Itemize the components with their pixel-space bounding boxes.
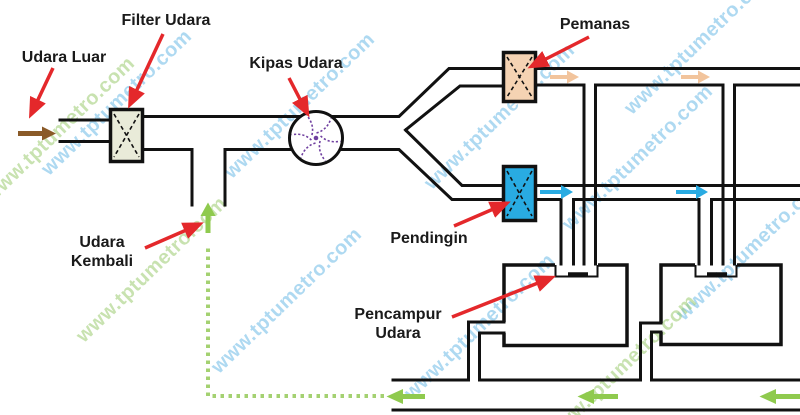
label-cooler: Pendingin [390,230,468,247]
cooler-box [501,164,538,223]
room-1 [502,263,629,348]
room-2 [659,263,783,347]
return-air-dashed-path [206,247,384,398]
label-outside-air: Udara Luar [21,49,107,66]
heater-box [501,50,538,104]
room1-return-duct [467,320,506,382]
main-duct-top-wall [140,67,506,118]
outside-air-arrow [18,126,56,141]
duct-split-inner-walls [403,84,506,187]
label-air-filter: Filter Udara [121,12,211,29]
air-filter-box [108,107,145,164]
pointer-outside-air [29,67,55,119]
label-heater: Pemanas [559,16,631,33]
cold-air-arrow-2 [676,185,708,199]
room2-return-duct [639,321,663,382]
return-air-left-arrow-1 [386,389,425,404]
label-mixer: Pencampur Udara [354,306,442,342]
fan-symbol [288,110,344,166]
pointer-fan [287,77,310,118]
return-air-left-arrow-3 [759,389,800,404]
pointer-heater [527,35,590,69]
hot-air-arrow-1 [550,70,579,84]
cold-drop-duct-room1 [559,198,575,266]
fan-blades [291,114,341,162]
outside-air-inlet-duct [58,118,112,143]
return-air-up-arrow [200,202,216,233]
label-fan: Kipas Udara [249,55,343,72]
cold-drop-duct-room2 [697,198,713,266]
return-air-left-arrow-2 [577,389,618,404]
pointer-mixer [451,275,557,319]
pointer-cooler [453,201,511,228]
hot-drop-duct-room1 [582,83,597,266]
pointer-return-air [144,222,204,250]
hot-air-arrow-2 [681,70,710,84]
hot-drop-duct-room2 [721,83,736,266]
label-return-air: Udara Kembali [70,234,134,270]
cold-air-arrow-1 [540,185,573,199]
pointer-air-filter [128,33,165,109]
return-air-opening [190,148,227,207]
